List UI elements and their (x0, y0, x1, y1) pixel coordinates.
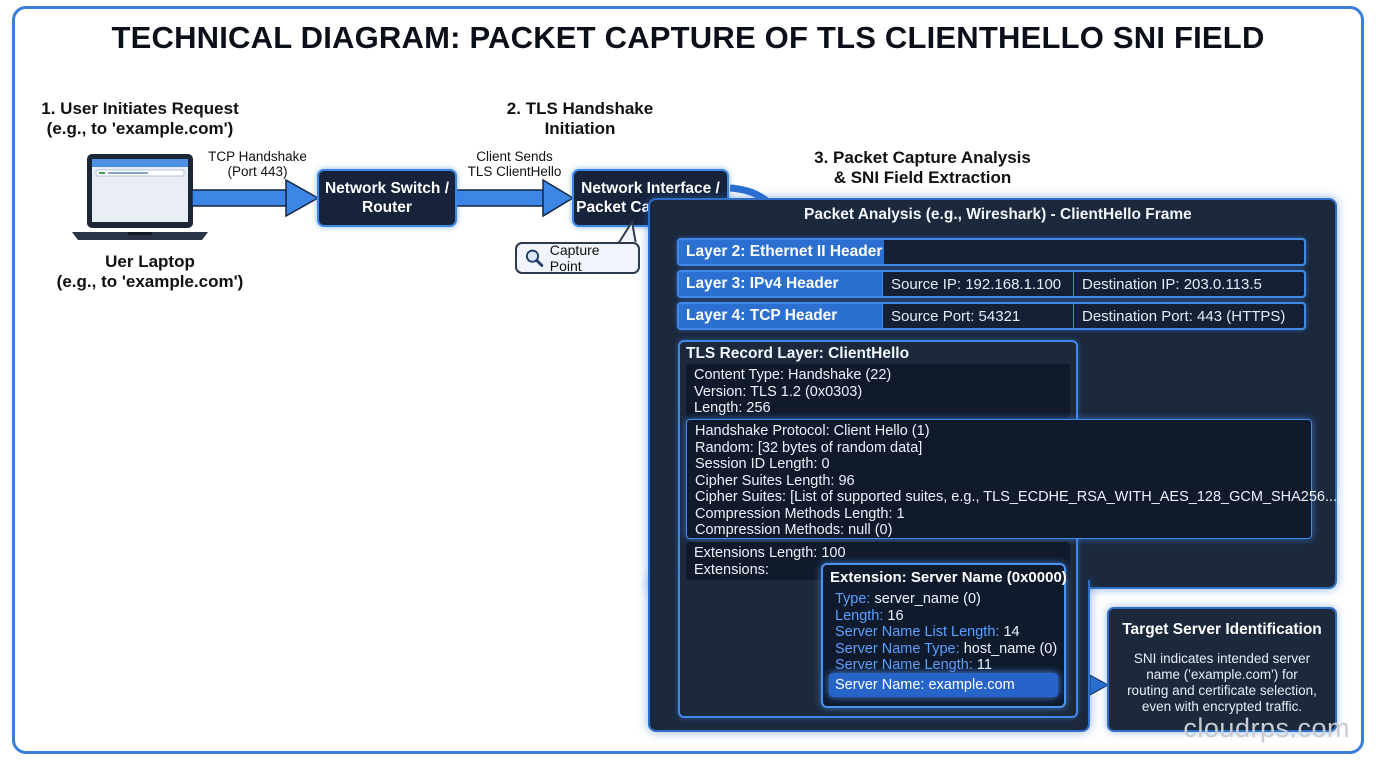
target-server-text: SNI indicates intended server name ('exa… (1109, 651, 1335, 715)
handshake-protocol-box: Handshake Protocol: Client Hello (1) Ran… (686, 419, 1342, 539)
handshake-protocol-field: Handshake Protocol: Client Hello (1) (695, 423, 930, 439)
cipher-suites-length-field: Cipher Suites Length: 96 (695, 472, 855, 489)
target-text-line-1: SNI indicates intended server (1133, 651, 1311, 666)
sni-list-length-field: Server Name List Length: 14 (835, 624, 1020, 640)
capture-point-label: Capture Point (549, 242, 600, 274)
watermark: cloudrps.com (1183, 713, 1350, 743)
step-1-heading: 1. User Initiates Request (e.g., to 'exa… (30, 99, 250, 139)
layer-tcp-label: Layer 4: TCP Header (679, 304, 882, 328)
step-2-heading: 2. TLS Handshake Initiation (480, 99, 680, 139)
content-type-field: Content Type: Handshake (22) (694, 367, 892, 383)
source-port-cell: Source Port: 54321 (882, 304, 1073, 328)
arrow-laptop-to-switch (191, 178, 320, 218)
node-switch-line-2: Router (362, 199, 412, 216)
analysis-panel-title: Packet Analysis (e.g., Wireshark) - Clie… (804, 206, 1192, 223)
compression-methods-field: Compression Methods: null (0) (695, 522, 893, 538)
step-2-line-1: 2. TLS Handshake (506, 99, 654, 118)
sni-field-list: Type: server_name (0) Length: 16 Server … (835, 591, 1057, 674)
tls-record-fields: Content Type: Handshake (22) Version: TL… (686, 364, 1070, 418)
step-2-line-2: Initiation (544, 119, 616, 138)
step-3-line-2: & SNI Field Extraction (833, 168, 1012, 187)
edge-label-client-sends-line-1: Client Sends (476, 149, 553, 164)
sni-name-type-field: Server Name Type: host_name (0) (835, 640, 1058, 657)
source-ip-cell: Source IP: 192.168.1.100 (882, 272, 1073, 296)
target-text-line-4: even with encrypted traffic. (1141, 699, 1303, 714)
laptop-label-line-2: (e.g., to 'example.com') (56, 272, 244, 291)
laptop-label: Uer Laptop (e.g., to 'example.com') (30, 252, 270, 292)
version-field: Version: TLS 1.2 (0x0303) (694, 383, 863, 400)
target-text-line-2: name ('example.com') for (1146, 667, 1298, 682)
edge-label-client-sends: Client Sends TLS ClientHello (452, 149, 577, 179)
cipher-suites-field: Cipher Suites: [List of supported suites… (695, 489, 1342, 505)
edge-label-tcp: TCP Handshake (Port 443) (195, 149, 320, 179)
node-capture-line-1: Network Interface / (581, 180, 720, 197)
laptop-label-line-1: Uer Laptop (105, 252, 195, 271)
step-3-line-1: 3. Packet Capture Analysis (814, 148, 1031, 167)
diagram-frame (12, 6, 1364, 754)
step-1-line-1: 1. User Initiates Request (41, 99, 239, 118)
target-server-box: Target Server Identification SNI indicat… (1107, 607, 1337, 732)
sni-type-field: Type: server_name (0) (835, 591, 981, 607)
length-field: Length: 256 (694, 400, 771, 416)
magnifier-icon (525, 249, 544, 267)
node-network-switch: Network Switch / Router (317, 169, 457, 227)
sni-extension-box: Extension: Server Name (0x0000) Type: se… (821, 563, 1067, 708)
diagram-title: TECHNICAL DIAGRAM: PACKET CAPTURE OF TLS… (111, 20, 1265, 55)
session-id-length-field: Session ID Length: 0 (695, 456, 830, 472)
layer-row-ethernet: Layer 2: Ethernet II Header (677, 238, 1306, 266)
extensions-length-field: Extensions Length: 100 (694, 545, 846, 561)
step-1-line-2: (e.g., to 'example.com') (46, 119, 234, 138)
layer-ipv4-label: Layer 3: IPv4 Header (679, 272, 882, 296)
server-name-highlight: Server Name: example.com (829, 673, 1058, 697)
sni-length-field: Length: 16 (835, 607, 904, 624)
compression-methods-length-field: Compression Methods Length: 1 (695, 505, 905, 522)
destination-port-cell: Destination Port: 443 (HTTPS) (1073, 304, 1304, 328)
layer-ethernet-label: Layer 2: Ethernet II Header (679, 240, 884, 264)
destination-ip-cell: Destination IP: 203.0.113.5 (1073, 272, 1304, 296)
target-text-line-3: routing and certificate selection, (1127, 683, 1317, 698)
step-3-heading: 3. Packet Capture Analysis & SNI Field E… (800, 148, 1045, 188)
arrow-switch-to-capture (455, 178, 575, 218)
sni-extension-title: Extension: Server Name (0x0000) (830, 569, 1067, 586)
layer-row-ipv4: Layer 3: IPv4 Header Source IP: 192.168.… (677, 270, 1306, 298)
extensions-label: Extensions: (694, 561, 769, 578)
sni-name-length-field: Server Name Length: 11 (835, 657, 992, 673)
capture-point-callout: Capture Point (515, 242, 640, 274)
layer-row-tcp: Layer 4: TCP Header Source Port: 54321 D… (677, 302, 1306, 330)
edge-label-tcp-line-1: TCP Handshake (208, 149, 307, 164)
edge-label-client-sends-line-2: TLS ClientHello (467, 164, 562, 179)
tls-record-title: TLS Record Layer: ClientHello (686, 345, 910, 362)
edge-label-tcp-line-2: (Port 443) (227, 164, 288, 179)
target-server-title: Target Server Identification (1122, 621, 1322, 638)
laptop-icon (72, 154, 208, 240)
node-switch-line-1: Network Switch / (324, 180, 450, 197)
random-field: Random: [32 bytes of random data] (695, 439, 923, 456)
